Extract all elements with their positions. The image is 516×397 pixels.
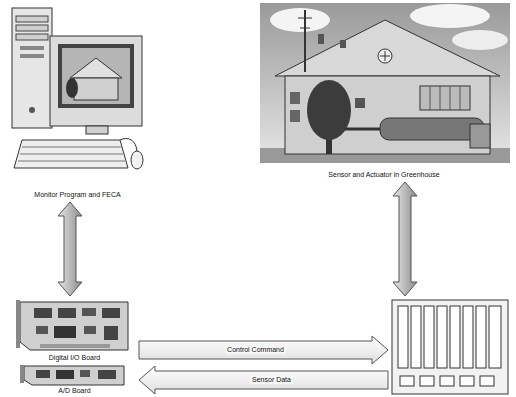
greenhouse-illustration-part	[452, 30, 508, 50]
circuit-board-part	[54, 326, 76, 338]
controller-rack-part	[450, 306, 460, 368]
arrow-label: Control Command	[225, 346, 286, 354]
controller-rack-part	[460, 376, 474, 386]
computer-illustration-part	[29, 107, 35, 113]
greenhouse-illustration-part	[355, 98, 365, 108]
computer-illustration-part	[131, 151, 143, 169]
greenhouse-illustration-part	[470, 124, 490, 148]
greenhouse-illustration-part	[300, 28, 310, 29]
greenhouse-illustration-part	[304, 10, 306, 72]
controller-rack-part	[480, 376, 494, 386]
computer-illustration-part	[74, 78, 118, 100]
controller-rack-part	[420, 376, 434, 386]
greenhouse-illustration-part	[285, 76, 490, 154]
greenhouse-illustration-part	[450, 86, 451, 110]
computer-illustration-part	[20, 46, 44, 50]
greenhouse-illustration-part	[460, 86, 461, 110]
controller-rack-part	[489, 306, 501, 368]
controller-rack-part	[411, 306, 421, 368]
greenhouse-illustration-part	[340, 40, 346, 48]
controller-rack-part	[424, 306, 434, 368]
greenhouse-illustration-part	[385, 51, 386, 61]
controller-rack-part	[392, 300, 508, 394]
greenhouse-illustration-part	[318, 34, 324, 44]
greenhouse-illustration-part	[440, 86, 441, 110]
block-arrow	[139, 366, 388, 394]
board-node: A/D Board	[12, 364, 137, 396]
controller-rack-part	[463, 306, 473, 368]
circuit-board	[20, 365, 124, 385]
circuit-board-part	[58, 308, 76, 318]
greenhouse-illustration-part	[260, 3, 510, 163]
block-arrow	[393, 182, 417, 296]
circuit-board-part	[40, 344, 110, 348]
controller-rack-part	[476, 306, 486, 368]
computer-illustration-part	[86, 126, 108, 134]
greenhouse-illustration-part	[380, 118, 484, 140]
controller-rack-part	[440, 376, 454, 386]
circuit-board-part	[82, 308, 96, 316]
circuit-board-part	[16, 300, 20, 348]
circuit-board-part	[84, 326, 96, 334]
circuit-board-part	[104, 326, 118, 340]
computer-illustration-part	[58, 44, 134, 108]
circuit-board-part	[80, 370, 90, 377]
computer-illustration-part	[50, 36, 142, 126]
controller-rack-part	[398, 306, 408, 368]
block-arrow	[58, 202, 82, 296]
circuit-board-part	[98, 370, 116, 379]
board-node: Digital I/O Board	[12, 298, 137, 363]
controller-rack-part	[400, 376, 414, 386]
computer-illustration	[12, 8, 143, 169]
computer-illustration-part	[16, 25, 48, 31]
circuit-board-part	[56, 370, 74, 379]
circuit-board-part	[20, 302, 128, 350]
greenhouse-illustration-part	[275, 20, 500, 76]
controller-rack-part	[437, 306, 447, 368]
node-label: Sensor and Actuator in Greenhouse	[326, 170, 441, 180]
circuit-board-part	[102, 308, 120, 318]
controller-node	[390, 298, 510, 395]
greenhouse-illustration-part	[290, 92, 300, 104]
computer-illustration-part	[18, 161, 125, 162]
arrow-label: Sensor Data	[250, 376, 293, 384]
greenhouse-illustration-part	[430, 86, 431, 110]
circuit-board-part	[36, 370, 50, 378]
greenhouse-node: Sensor and Actuator in Greenhouse	[258, 2, 510, 180]
computer-illustration-part	[12, 8, 52, 128]
circuit-board-part	[24, 366, 124, 385]
computer-illustration-part	[16, 34, 48, 40]
greenhouse-illustration-part	[290, 110, 300, 122]
greenhouse-illustration-part	[420, 86, 470, 110]
node-label: Digital I/O Board	[47, 353, 102, 363]
circuit-board-part	[20, 365, 24, 383]
computer-illustration-part	[120, 138, 137, 151]
computer-illustration-part	[66, 78, 78, 98]
greenhouse-illustration-part	[298, 18, 312, 19]
node-label: Monitor Program and FECA	[32, 190, 122, 200]
greenhouse-illustration-part	[270, 8, 330, 32]
computer-illustration-part	[14, 140, 128, 168]
greenhouse-illustration	[260, 3, 510, 163]
computer-illustration-part	[62, 48, 130, 104]
computer-illustration-part	[20, 154, 123, 155]
computer-illustration-part	[22, 147, 121, 148]
computer-illustration-part	[16, 16, 48, 22]
computer-node: Monitor Program and FECA	[5, 5, 150, 200]
controller-rack	[392, 300, 508, 394]
greenhouse-illustration-part	[307, 80, 351, 140]
circuit-board	[16, 300, 128, 350]
block-arrow	[139, 336, 388, 364]
circuit-board-part	[34, 308, 52, 318]
greenhouse-illustration-part	[378, 49, 392, 63]
computer-illustration-part	[20, 54, 44, 58]
circuit-board-part	[36, 326, 48, 334]
computer-illustration-part	[70, 58, 122, 78]
node-label: A/D Board	[56, 386, 92, 396]
greenhouse-illustration-part	[410, 4, 490, 28]
